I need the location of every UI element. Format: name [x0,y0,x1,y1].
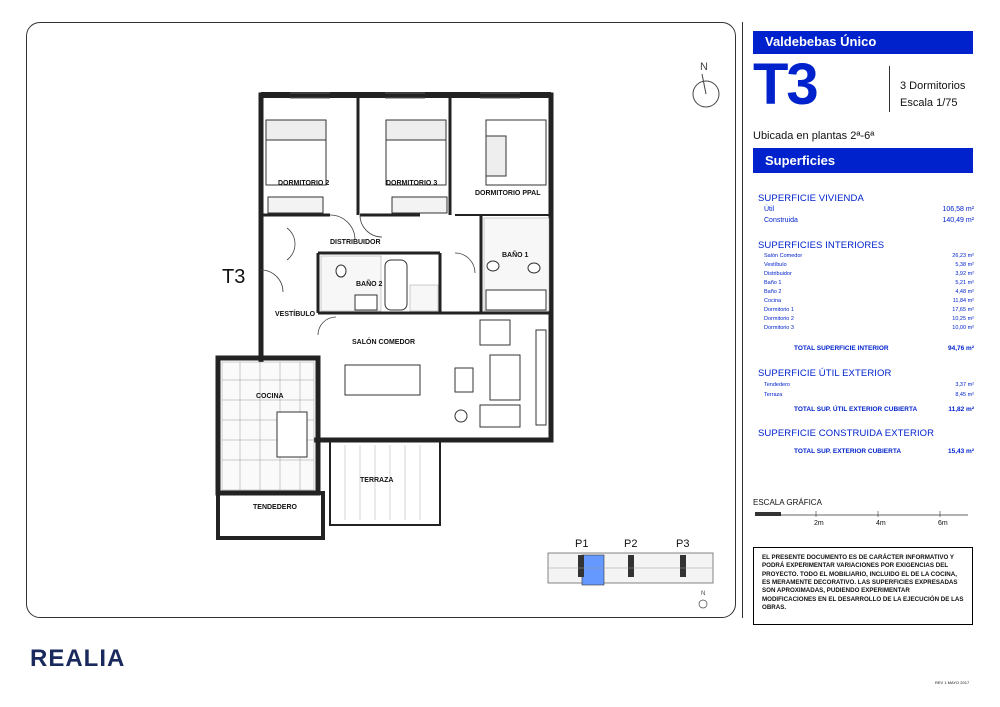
scale-tick-4m: 4m [876,520,886,527]
key-plan-p1: P1 [575,538,588,550]
label-dormitorio3: DORMITORIO 3 [386,180,437,187]
graphic-scale-label: ESCALA GRÁFICA [753,498,822,507]
walls [215,92,554,540]
section-interiores-title: SUPERFICIES INTERIORES [758,240,885,251]
bathroom-fixtures [335,259,547,311]
disclaimer-box: EL PRESENTE DOCUMENTO ES DE CARÁCTER INF… [753,547,973,625]
unit-label: T3 [222,266,246,288]
divider-line [742,22,743,618]
windows [290,92,520,99]
key-plan: P1 P2 P3 N [547,538,714,609]
row-construida: Construida 140,49 m² [764,217,974,224]
label-tendedero: TENDEDERO [253,504,298,511]
scale-tick-2m: 2m [814,520,824,527]
doors [260,214,476,336]
key-plan-p2: P2 [624,538,637,550]
type-separator [889,66,890,112]
label-salon: SALÓN COMEDOR [352,337,415,346]
section-util-exterior-title: SUPERFICIE ÚTIL EXTERIOR [758,368,892,379]
label-dormitorio2: DORMITORIO 2 [278,180,329,187]
realia-logo: REALIA [30,645,126,672]
row-util: Útil 106,58 m² [764,206,974,213]
key-plan-p3: P3 [676,538,689,550]
label-terraza: TERRAZA [360,477,393,484]
kitchen-furniture [276,411,308,458]
superficies-bar: Superficies [753,148,973,173]
floorplan-frame [26,22,736,618]
scale-text: Escala 1/75 [900,97,958,109]
scale-tick-6m: 6m [938,520,948,527]
svg-text:N: N [700,61,708,73]
superficies-title: Superficies [765,153,836,168]
brand-title: Valdebebas Único [765,34,877,49]
section-construida-exterior-title: SUPERFICIE CONSTRUIDA EXTERIOR [758,428,935,439]
graphic-scale: 2m 4m 6m [755,511,968,527]
key-plan-north: N [701,591,705,597]
label-vestibulo: VESTÍBULO [275,309,316,318]
floors-located: Ubicada en plantas 2ª-6ª [753,130,875,142]
terrace-hatch [344,445,421,520]
brand-bar: Valdebebas Único [753,31,973,54]
furniture-beds [265,119,547,214]
revision-note: REV 1 MAYO 2017 [935,680,970,685]
dormitorios-count: 3 Dormitorios [900,80,966,92]
label-bano2: BAÑO 2 [356,279,383,288]
salon-furniture [344,319,547,428]
unit-type: T3 [753,52,819,117]
label-cocina: COCINA [256,393,284,400]
label-bano1: BAÑO 1 [502,250,529,259]
label-dormitorio-ppal: DORMITORIO PPAL [475,190,541,197]
section-vivienda-title: SUPERFICIE VIVIENDA [758,193,864,204]
north-arrow-icon: N [692,61,720,108]
label-distribuidor: DISTRIBUIDOR [330,239,381,246]
